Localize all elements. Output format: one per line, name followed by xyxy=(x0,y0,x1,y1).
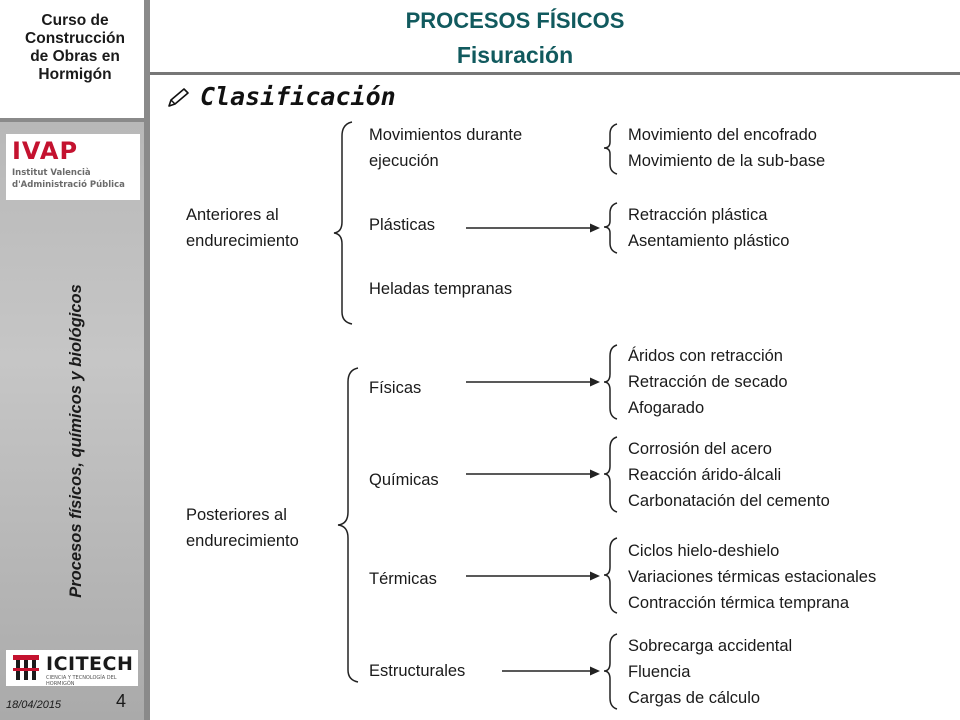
page-number: 4 xyxy=(116,691,127,711)
section-heading-text: Clasificación xyxy=(200,82,396,111)
icitech-logo: ICITECH CIENCIA Y TECNOLOGÍA DEL HORMIGÓ… xyxy=(6,650,138,687)
detail-list: Movimiento del encofrado Movimiento de l… xyxy=(628,122,825,174)
detail-list: Sobrecarga accidental Fluencia Cargas de… xyxy=(628,633,792,711)
slide-date: 18/04/2015 xyxy=(6,699,62,711)
detail-item: Retracción plástica xyxy=(628,206,768,224)
detail-brace xyxy=(603,123,618,175)
detail-item: Corrosión del acero xyxy=(628,440,772,458)
course-box: Curso de Construcción de Obras en Hormig… xyxy=(0,0,150,120)
subcategory-label-line: ejecución xyxy=(369,152,439,170)
arrow xyxy=(466,377,600,387)
detail-brace xyxy=(603,436,618,513)
group-label-anteriores: Anteriores al endurecimiento xyxy=(186,202,299,254)
detail-list: Corrosión del acero Reacción árido-álcal… xyxy=(628,436,830,514)
page-title: PROCESOS FÍSICOS xyxy=(405,8,625,33)
detail-item: Sobrecarga accidental xyxy=(628,637,793,655)
sidebar-divider xyxy=(0,118,150,122)
detail-item: Variaciones térmicas estacionales xyxy=(628,568,877,586)
group-label-line: Anteriores al xyxy=(186,206,279,224)
subcategory-termicas: Térmicas xyxy=(369,570,437,588)
header-divider xyxy=(150,72,960,75)
detail-list: Áridos con retracción Retracción de seca… xyxy=(628,343,788,421)
sidebar: Curso de Construcción de Obras en Hormig… xyxy=(0,0,150,720)
pencil-icon xyxy=(168,88,189,107)
detail-item: Cargas de cálculo xyxy=(628,689,761,707)
arrow xyxy=(466,571,600,581)
detail-brace xyxy=(603,344,618,420)
detail-brace xyxy=(603,633,618,710)
sidebar-edge xyxy=(144,0,150,720)
ivap-name-line: Institut Valencià xyxy=(12,168,91,178)
group-label-posteriores: Posteriores al endurecimiento xyxy=(186,502,299,554)
ivap-name-line: d'Administració Pública xyxy=(12,180,125,190)
vertical-section-title: Procesos físicos, químicos y biológicos xyxy=(66,284,85,598)
group-brace-anteriores xyxy=(333,121,353,325)
detail-item: Movimiento del encofrado xyxy=(628,126,817,144)
detail-item: Reacción árido-álcali xyxy=(628,466,782,484)
detail-brace xyxy=(603,202,618,254)
ivap-acronym: IVAP xyxy=(12,137,79,165)
detail-item: Afogarado xyxy=(628,399,705,417)
subcategory-fisicas: Físicas xyxy=(369,379,422,397)
subcategory-plasticas: Plásticas xyxy=(369,216,436,234)
detail-brace xyxy=(603,537,618,614)
course-title-line: de Obras en xyxy=(30,48,120,65)
detail-item: Asentamiento plástico xyxy=(628,232,790,250)
group-brace-posteriores xyxy=(337,367,359,683)
icitech-wordmark: ICITECH xyxy=(46,653,134,675)
detail-list: Ciclos hielo-deshielo Variaciones térmic… xyxy=(628,538,876,616)
group-label-line: Posteriores al xyxy=(186,506,287,524)
detail-item: Ciclos hielo-deshielo xyxy=(628,542,780,560)
course-title-line: Hormigón xyxy=(38,66,112,83)
detail-item: Contracción térmica temprana xyxy=(628,594,850,612)
detail-item: Fluencia xyxy=(628,663,691,681)
detail-item: Áridos con retracción xyxy=(628,347,783,365)
group-label-line: endurecimiento xyxy=(186,232,299,250)
arrow xyxy=(466,469,600,479)
ivap-logo: IVAP Institut Valencià d'Administració P… xyxy=(6,134,140,200)
detail-item: Carbonatación del cemento xyxy=(628,492,830,510)
sidebar-panel xyxy=(0,120,150,720)
detail-list: Retracción plástica Asentamiento plástic… xyxy=(628,202,789,254)
group-label-line: endurecimiento xyxy=(186,532,299,550)
subcategory-estructurales: Estructurales xyxy=(369,662,466,680)
section-heading: Clasificación xyxy=(170,82,396,111)
arrow xyxy=(502,666,600,676)
arrow xyxy=(466,223,600,233)
detail-item: Retracción de secado xyxy=(628,373,788,391)
course-title: Curso de Construcción de Obras en Hormig… xyxy=(0,12,150,84)
subcategory-label-line: Movimientos durante xyxy=(369,126,523,144)
course-title-line: Construcción xyxy=(25,30,125,47)
course-title-line: Curso de xyxy=(41,12,109,29)
icitech-mark-icon xyxy=(13,655,39,680)
detail-item: Movimiento de la sub-base xyxy=(628,152,826,170)
subcategory-quimicas: Químicas xyxy=(369,471,439,489)
subcategory-movimientos: Movimientos durante ejecución xyxy=(369,122,522,174)
icitech-tagline: CIENCIA Y TECNOLOGÍA DEL HORMIGÓN xyxy=(46,675,117,687)
subcategory-heladas: Heladas tempranas xyxy=(369,280,513,298)
page-subtitle: Fisuración xyxy=(456,42,574,68)
